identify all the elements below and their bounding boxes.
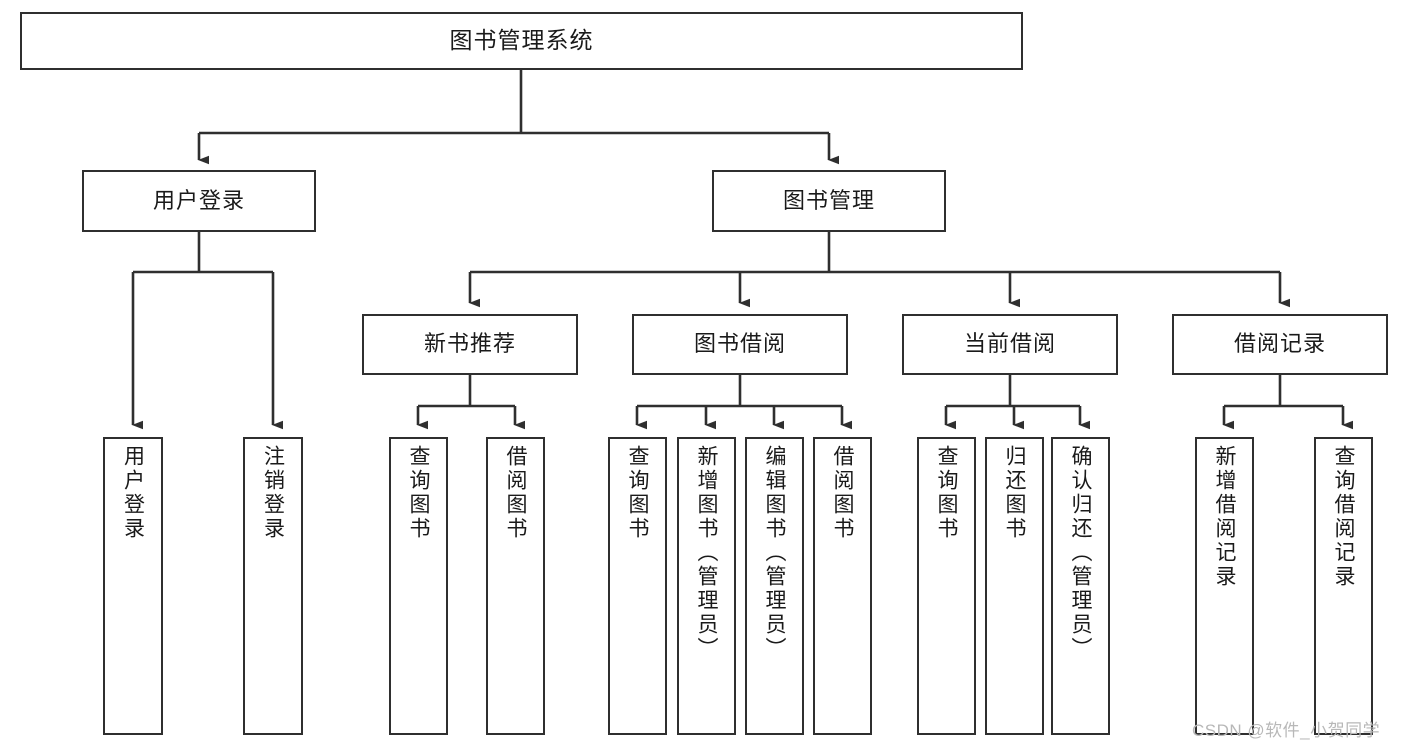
node-new-book-rec[interactable]: 新书推荐 (362, 314, 578, 375)
node-book-manage[interactable]: 图书管理 (712, 170, 946, 232)
node-leaf-return-book-label: 归还图书 (1003, 445, 1026, 541)
node-root[interactable]: 图书管理系统 (20, 12, 1023, 70)
node-leaf-add-record[interactable]: 新增借阅记录 (1195, 437, 1254, 735)
node-leaf-add-record-label: 新增借阅记录 (1213, 445, 1236, 589)
node-leaf-edit-book-label: 编辑图书（管理员） (763, 445, 786, 661)
node-root-label: 图书管理系统 (449, 27, 594, 54)
node-current-borrow-label: 当前借阅 (963, 331, 1056, 357)
node-leaf-query-book-1[interactable]: 查询图书 (389, 437, 448, 735)
node-leaf-borrow-book-1[interactable]: 借阅图书 (486, 437, 545, 735)
node-leaf-query-book-1-label: 查询图书 (407, 445, 430, 541)
node-borrow-record-label: 借阅记录 (1233, 331, 1326, 357)
node-leaf-confirm-return[interactable]: 确认归还（管理员） (1051, 437, 1110, 735)
node-leaf-borrow-book-2[interactable]: 借阅图书 (813, 437, 872, 735)
node-leaf-edit-book[interactable]: 编辑图书（管理员） (745, 437, 804, 735)
node-new-book-rec-label: 新书推荐 (423, 331, 516, 357)
node-leaf-confirm-return-label: 确认归还（管理员） (1069, 445, 1092, 661)
node-book-borrow-label: 图书借阅 (693, 331, 786, 357)
node-book-borrow[interactable]: 图书借阅 (632, 314, 848, 375)
node-leaf-add-book[interactable]: 新增图书（管理员） (677, 437, 736, 735)
node-leaf-borrow-book-1-label: 借阅图书 (504, 445, 527, 541)
node-current-borrow[interactable]: 当前借阅 (902, 314, 1118, 375)
node-leaf-user-logout-label: 注销登录 (261, 445, 285, 541)
watermark-text: CSDN @软件_小贺同学 (1192, 721, 1381, 740)
node-leaf-borrow-book-2-label: 借阅图书 (831, 445, 854, 541)
node-leaf-query-book-3[interactable]: 查询图书 (917, 437, 976, 735)
node-leaf-user-login[interactable]: 用户登录 (103, 437, 163, 735)
node-leaf-query-book-3-label: 查询图书 (935, 445, 958, 541)
node-borrow-record[interactable]: 借阅记录 (1172, 314, 1388, 375)
node-leaf-query-record-label: 查询借阅记录 (1332, 445, 1355, 589)
node-book-manage-label: 图书管理 (782, 187, 875, 213)
node-leaf-query-book-2-label: 查询图书 (626, 445, 649, 541)
node-user-login-label: 用户登录 (152, 187, 245, 213)
node-leaf-query-record[interactable]: 查询借阅记录 (1314, 437, 1373, 735)
node-user-login[interactable]: 用户登录 (82, 170, 316, 232)
node-leaf-user-logout[interactable]: 注销登录 (243, 437, 303, 735)
node-leaf-add-book-label: 新增图书（管理员） (695, 445, 718, 661)
node-leaf-query-book-2[interactable]: 查询图书 (608, 437, 667, 735)
node-leaf-user-login-label: 用户登录 (121, 445, 145, 541)
node-leaf-return-book[interactable]: 归还图书 (985, 437, 1044, 735)
